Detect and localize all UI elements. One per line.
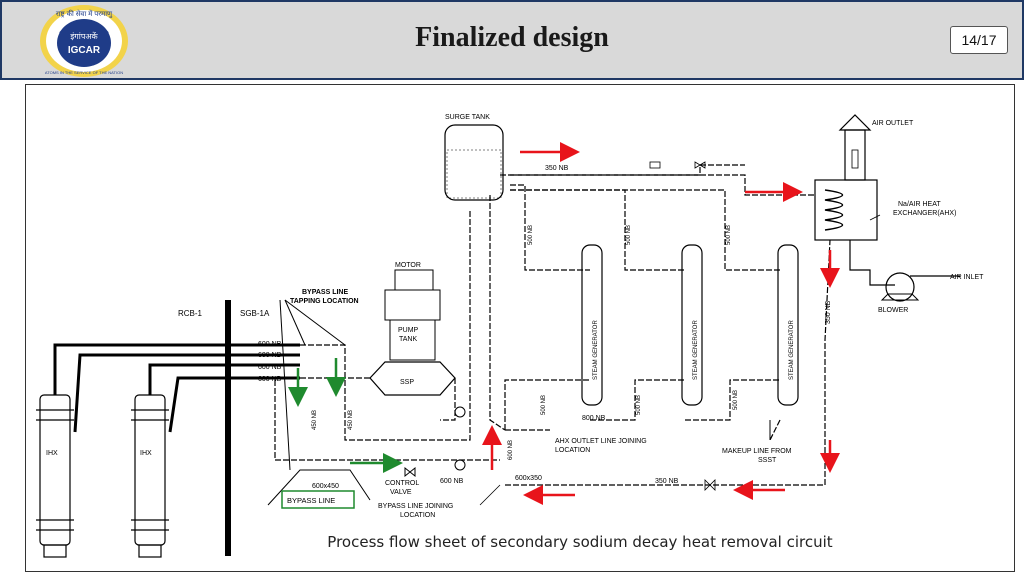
ihx-right bbox=[131, 394, 169, 558]
nb600-label-4: 600 NB bbox=[258, 376, 282, 383]
steam-generator-3 bbox=[777, 244, 799, 406]
blower-label: BLOWER bbox=[878, 307, 908, 314]
steam-generator-2 bbox=[681, 244, 703, 406]
air-outlet-label: AIR OUTLET bbox=[872, 120, 914, 127]
flow-meter-2 bbox=[454, 406, 466, 418]
blower-fan bbox=[885, 272, 915, 302]
line-350nb-top bbox=[510, 164, 745, 176]
logo-hindi-text: इंगांपअकें bbox=[70, 31, 98, 41]
ahx-damper bbox=[851, 149, 859, 169]
sg1-label: STEAM GENERATOR bbox=[593, 320, 599, 380]
top-line-valve-2 bbox=[694, 161, 706, 169]
rcb-label: RCB-1 bbox=[178, 309, 203, 318]
ihx-left bbox=[36, 394, 74, 558]
slide-title: Finalized design bbox=[415, 22, 609, 53]
nb600x350-label: 600x350 bbox=[515, 475, 542, 482]
logo-top-text: राष्ट्र की सेवा में परमाणु bbox=[56, 9, 113, 18]
ahx-label-2: EXCHANGER(AHX) bbox=[893, 210, 956, 217]
control-valve-label-2: VALVE bbox=[390, 489, 412, 496]
steam-generator-1 bbox=[581, 244, 603, 406]
diagram-caption: Process flow sheet of secondary sodium d… bbox=[310, 528, 850, 556]
bypass-line-box bbox=[281, 490, 355, 509]
sg2-label: STEAM GENERATOR bbox=[693, 320, 699, 380]
surge-tank bbox=[444, 124, 504, 201]
ssp-label: SSP bbox=[400, 379, 414, 386]
main-piping bbox=[274, 174, 831, 486]
flow-arrows-red bbox=[482, 142, 840, 505]
nb600-label-2: 600 NB bbox=[258, 352, 282, 359]
nb800-label: 800 NB bbox=[582, 415, 606, 422]
nb450-label-2: 450 NB bbox=[348, 410, 354, 430]
pump-tank bbox=[389, 319, 436, 361]
pump-tank-top bbox=[384, 289, 441, 321]
nb450-label-1: 450 NB bbox=[312, 410, 318, 430]
nb350-label-bottom: 350 NB bbox=[655, 478, 679, 485]
logo-igcar-text: IGCAR bbox=[68, 45, 101, 56]
ahx-outlet-label-2: LOCATION bbox=[555, 447, 590, 454]
top-line-valve-1 bbox=[649, 161, 661, 169]
ahx-outlet-label-1: AHX OUTLET LINE JOINING bbox=[555, 438, 647, 445]
nb500-label-6: 500 NB bbox=[733, 390, 739, 410]
nb350-label-right: 350 NB bbox=[825, 300, 832, 324]
makeup-label-2: SSST bbox=[758, 457, 777, 464]
ahx-box bbox=[814, 179, 878, 241]
bypass-reducer bbox=[267, 469, 371, 506]
pump-tank-label-1: PUMP bbox=[398, 327, 419, 334]
nb600-label-1: 600 NB bbox=[258, 341, 282, 348]
surge-tank-label: SURGE TANK bbox=[445, 114, 490, 121]
nb500-label-2: 500 NB bbox=[626, 225, 632, 245]
slide-header bbox=[0, 0, 1024, 80]
bypass-joining-label-1: BYPASS LINE JOINING bbox=[378, 503, 453, 510]
logo-bottom-text: ATOMS IN THE SERVICE OF THE NATION bbox=[45, 70, 123, 75]
motor-box bbox=[394, 269, 434, 291]
air-inlet-label: AIR INLET bbox=[950, 274, 984, 281]
bypass-tap-label-2: TAPPING LOCATION bbox=[290, 298, 359, 305]
ihx-right-label: IHX bbox=[140, 450, 152, 457]
nb500-label-3: 500 NB bbox=[726, 225, 732, 245]
bypass-tap-label-1: BYPASS LINE bbox=[302, 289, 348, 296]
diagram-frame bbox=[25, 84, 1015, 572]
sg3-label: STEAM GENERATOR bbox=[789, 320, 795, 380]
bypass-tapping-lines bbox=[279, 299, 346, 471]
ihx-left-label: IHX bbox=[46, 450, 58, 457]
control-valve-label-1: CONTROL bbox=[385, 480, 419, 487]
ihx-pipes bbox=[53, 343, 300, 433]
makeup-label-1: MAKEUP LINE FROM bbox=[722, 448, 792, 455]
pump-tank-label-2: TANK bbox=[399, 336, 417, 343]
nb500-label-5: 500 NB bbox=[636, 395, 642, 415]
flow-meter bbox=[454, 459, 466, 471]
nb500-label-1: 500 NB bbox=[528, 225, 534, 245]
blower-duct bbox=[849, 240, 895, 286]
control-valve bbox=[404, 466, 416, 478]
nb600x450-label: 600x450 bbox=[312, 483, 339, 490]
sgb-label: SGB-1A bbox=[240, 309, 270, 318]
bottom-line-valve bbox=[704, 479, 716, 491]
nb600-label-3: 600 NB bbox=[258, 364, 282, 371]
igcar-logo: राष्ट्र की सेवा में परमाणु इंगांपअकें IG… bbox=[40, 5, 128, 77]
ahx-pointer bbox=[869, 214, 881, 221]
nb500-label-4: 500 NB bbox=[541, 395, 547, 415]
flow-arrows-green bbox=[288, 358, 403, 473]
blower-base bbox=[880, 293, 920, 301]
slide-page-number: 14/17 bbox=[950, 26, 1008, 54]
nb350-label-top: 350 NB bbox=[545, 165, 569, 172]
motor-label: MOTOR bbox=[395, 262, 421, 269]
surge-tank-level bbox=[446, 149, 502, 199]
bypass-joining-pointer bbox=[479, 484, 501, 506]
ahx-stack bbox=[844, 129, 866, 181]
bypass-joining-label-2: LOCATION bbox=[400, 512, 435, 519]
ahx-stack-cap bbox=[838, 114, 872, 131]
ahx-label-1: Na/AIR HEAT bbox=[898, 201, 941, 208]
ahx-coil bbox=[824, 189, 844, 231]
nb600-cv-label: 600 NB bbox=[440, 478, 464, 485]
nb600-vertical-label: 600 NB bbox=[508, 440, 514, 460]
bypass-line-label: BYPASS LINE bbox=[287, 496, 335, 505]
